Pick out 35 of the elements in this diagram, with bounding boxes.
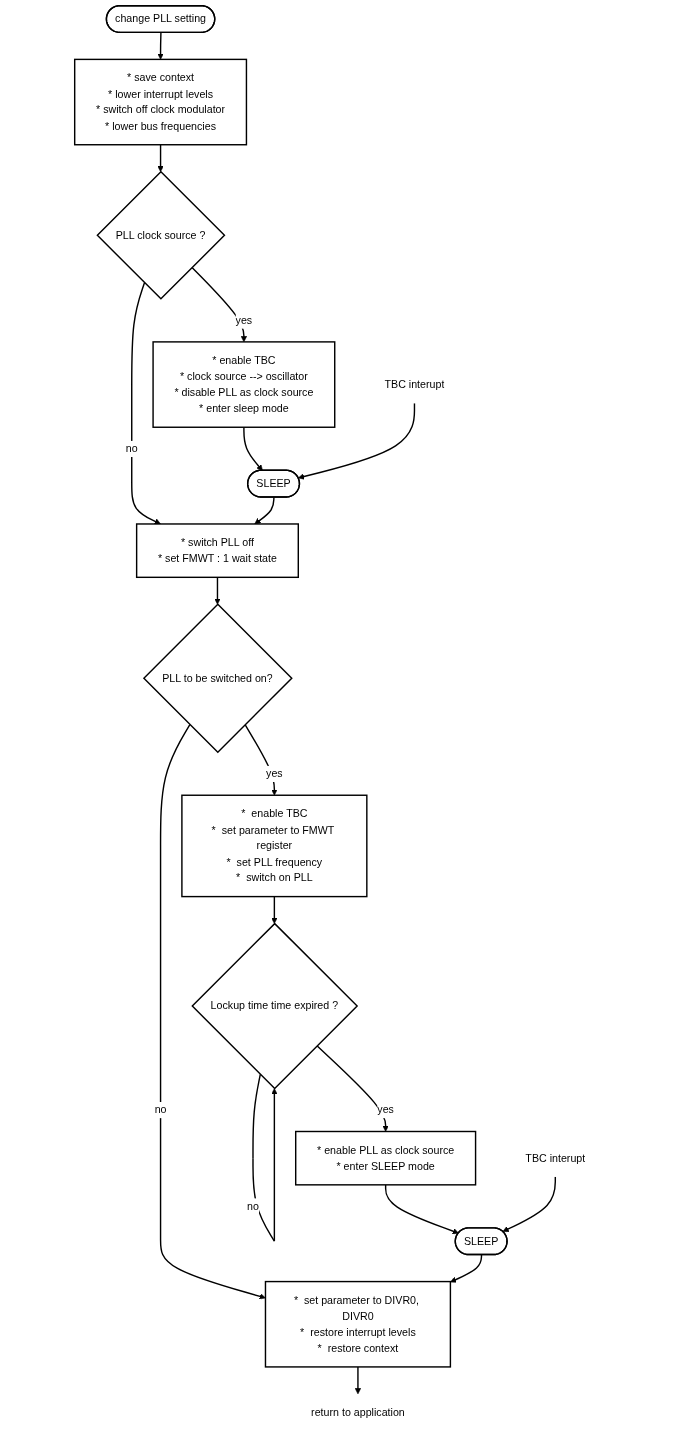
node-box — [295, 1130, 477, 1186]
arrow — [214, 576, 221, 605]
node-box — [136, 523, 300, 579]
flowchart: yes no yes no no yes change PLL setting * save context * lower interrupt levels * switch off clock modulator * lower bus frequencies PLL clock source ? * enable TBC * clock source --> oscillator * disable PLL as clock source * enter sleep mode TBC interupt SLEEP * switch PLL off * set FMWT : 1 wait state PLL to be switched on? * enable TBC * set parameter to FMWT register * set PLL frequency * switch on PLL Lockup time time expired ? * enable PLL as clock source * enter SLEEP mode TBC interupt SLEEP * set parameter to DIVR0, DIVR0 * restore interrupt levels * restore context return to application — [69, 0, 613, 1437]
node-box — [74, 58, 248, 146]
edge-label: no — [154, 1103, 167, 1116]
arrow — [191, 266, 248, 343]
node-diamond — [96, 170, 226, 300]
node-diamond — [143, 603, 294, 754]
arrow — [502, 1176, 557, 1232]
arrow — [157, 32, 165, 60]
edge-label: no — [247, 1199, 260, 1212]
arrow — [298, 402, 416, 480]
edge-label: yes — [266, 767, 284, 780]
node-text: TBC interupt — [525, 1151, 586, 1164]
node-text: TBC interupt — [384, 377, 445, 391]
node-box — [181, 794, 368, 898]
edge-label: yes — [377, 1103, 395, 1116]
arrow — [254, 496, 275, 525]
arrow — [243, 426, 264, 471]
arrow — [244, 723, 278, 796]
edge-label: yes — [235, 313, 253, 326]
node-text: return to application — [311, 1406, 406, 1419]
arrow — [157, 144, 165, 173]
node-box — [152, 341, 336, 428]
arrow — [271, 895, 278, 924]
arrow — [131, 282, 162, 525]
arrow — [316, 1045, 390, 1132]
edge-label: no — [126, 442, 139, 455]
node-diamond — [191, 922, 359, 1090]
arrow — [355, 1366, 362, 1395]
arrow — [450, 1254, 483, 1283]
arrow — [385, 1184, 460, 1235]
node-box — [265, 1280, 452, 1368]
arrow — [252, 1073, 278, 1242]
